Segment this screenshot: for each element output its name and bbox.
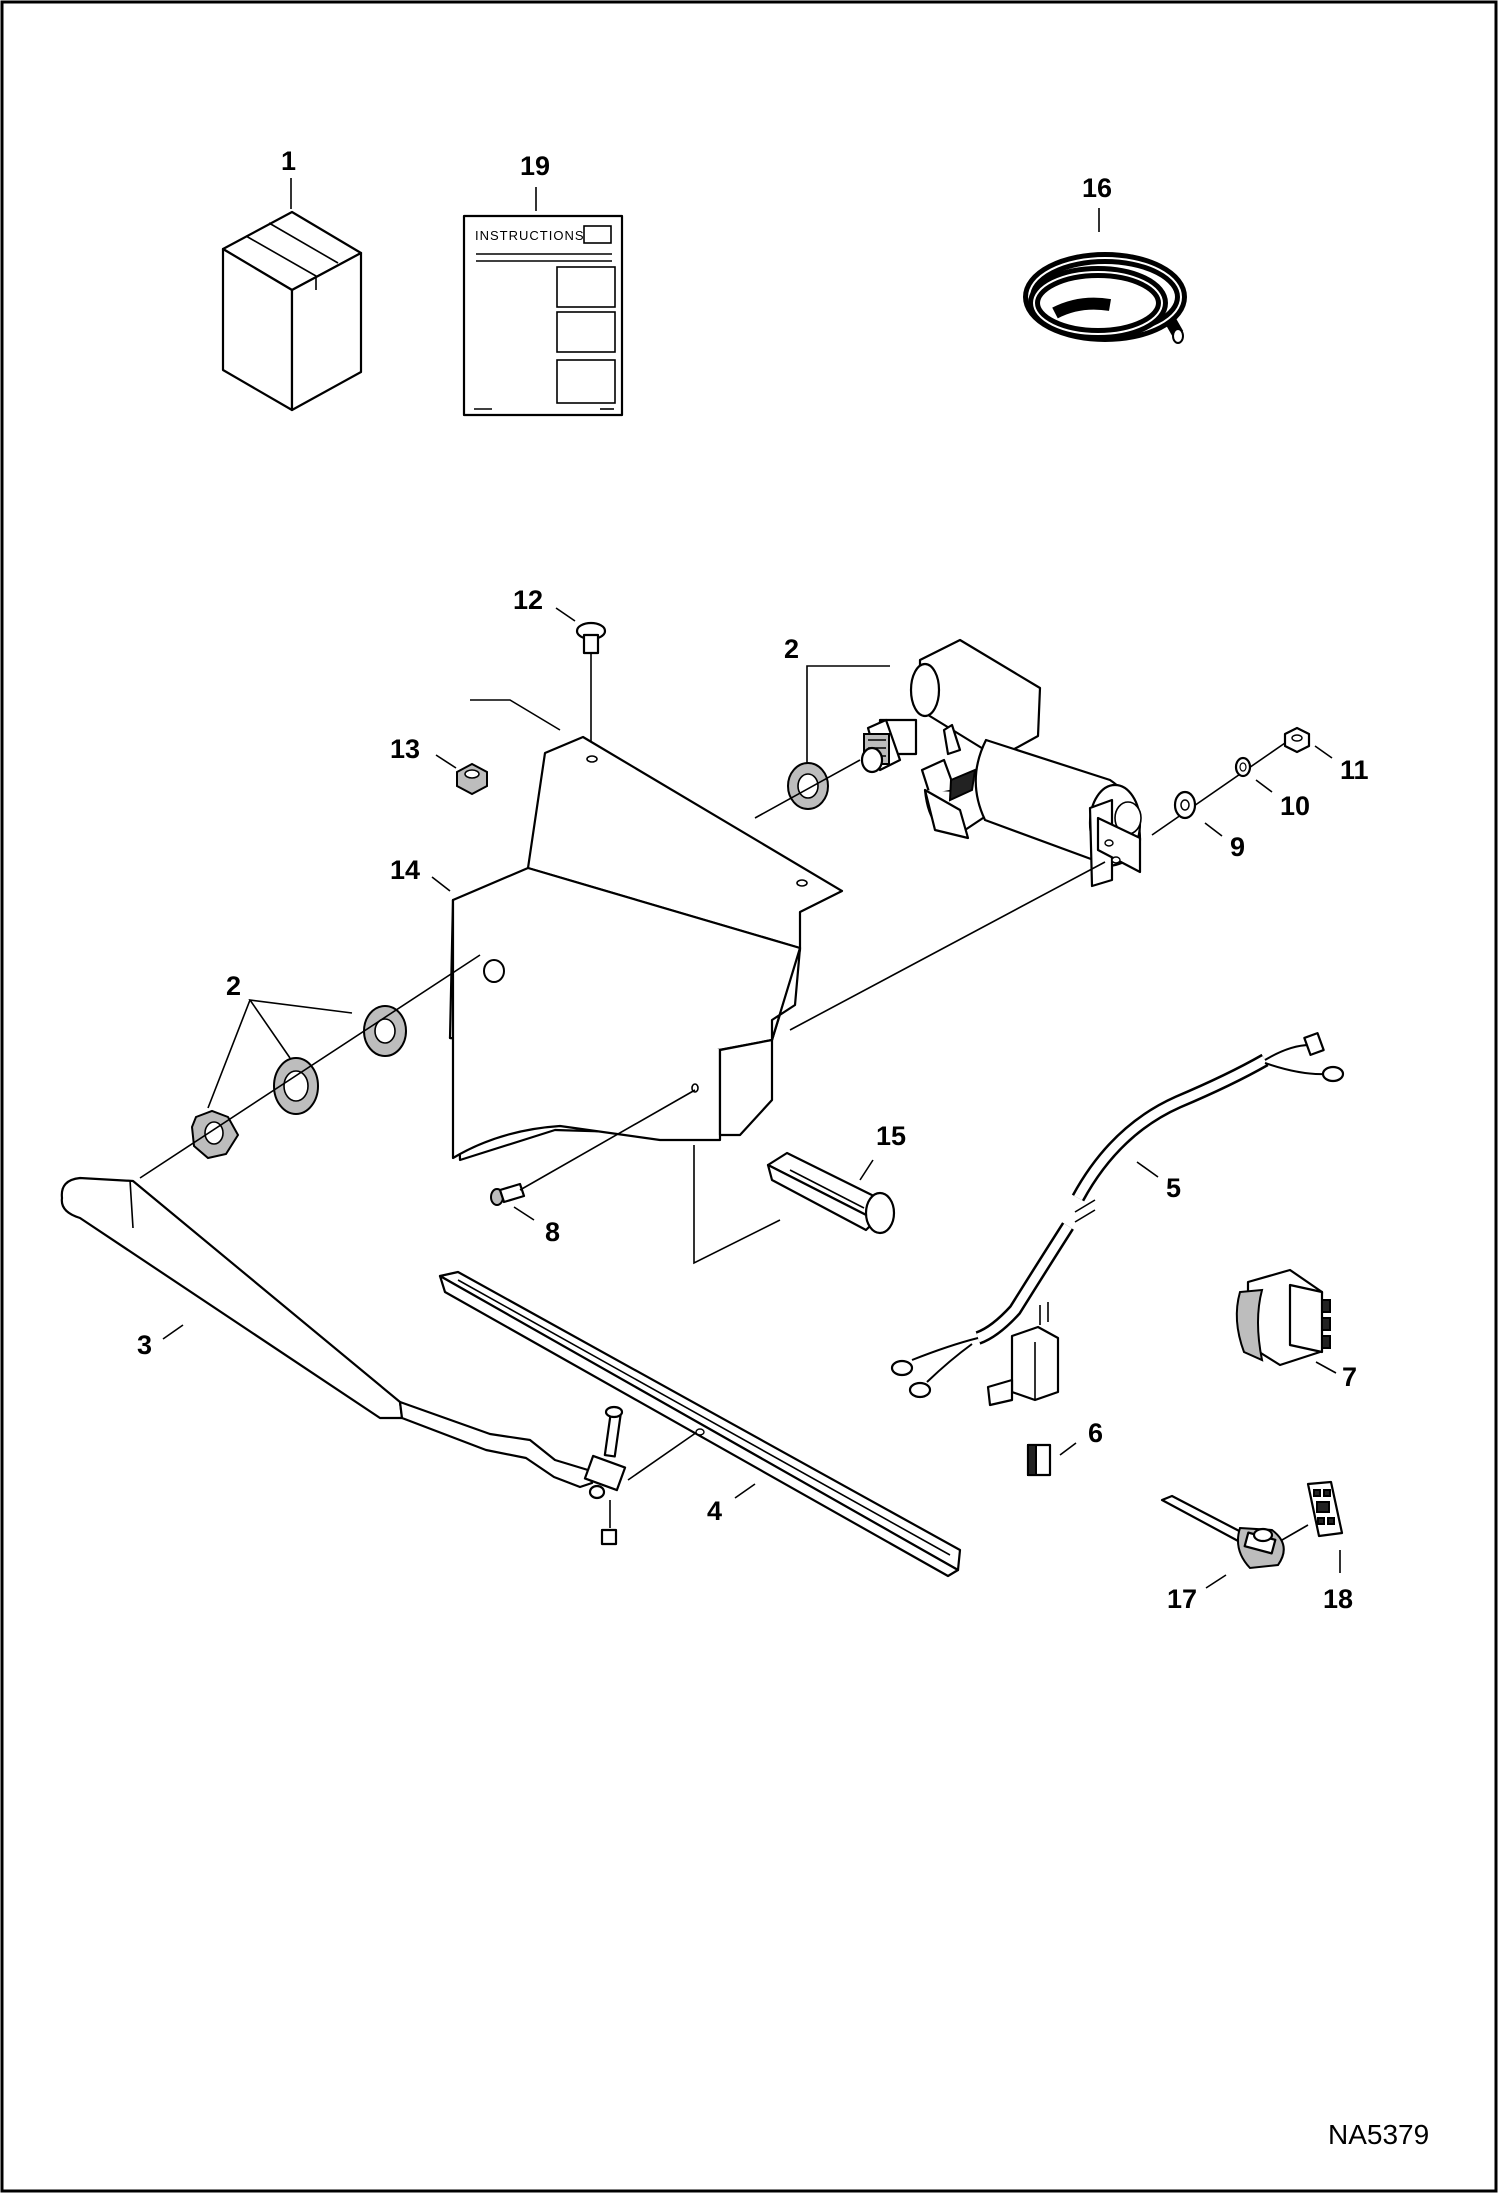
part-8-bolt [490, 1182, 526, 1206]
callout-19: 19 [520, 151, 550, 181]
part-2-upper-seal [787, 762, 829, 810]
callout-7: 7 [1342, 1362, 1357, 1392]
callout-1: 1 [281, 146, 296, 176]
part-9-washer [1173, 790, 1197, 820]
part-14-motor-cover [448, 735, 844, 1162]
callout-11: 11 [1340, 755, 1369, 785]
part-4-wiper-blade [438, 1270, 962, 1578]
part-10-lock-washer [1234, 756, 1252, 778]
part-2-lower-seals [190, 1005, 407, 1160]
callout-2-lower: 2 [226, 971, 241, 1001]
figure-id: NA5379 [1328, 2119, 1429, 2150]
callout-4: 4 [707, 1496, 722, 1526]
part-6-fuse [1026, 1443, 1052, 1477]
callout-13: 13 [390, 734, 420, 764]
part-17-cable-tie [1160, 1494, 1285, 1570]
callout-17: 17 [1167, 1584, 1197, 1614]
callout-8: 8 [545, 1217, 560, 1247]
part-18-tie-mount [1306, 1480, 1344, 1538]
callout-18: 18 [1323, 1584, 1353, 1614]
part-3-wiper-arm [60, 1176, 627, 1546]
callout-12: 12 [513, 585, 543, 615]
instruction-sheet-title: INSTRUCTIONS [475, 228, 585, 243]
part-5-wire-harness [890, 1032, 1345, 1399]
callout-6: 6 [1088, 1418, 1103, 1448]
callout-2-upper: 2 [784, 634, 799, 664]
part-12-bolt [575, 621, 607, 760]
part-16-washer-hose-coil [1023, 252, 1187, 344]
part-11-nut [1283, 726, 1311, 754]
wiper-motor [860, 638, 1142, 888]
callout-10: 10 [1280, 791, 1310, 821]
callout-14: 14 [390, 855, 420, 885]
callout-16: 16 [1082, 173, 1112, 203]
part-6-relay [986, 1325, 1060, 1407]
callout-3: 3 [137, 1330, 152, 1360]
part-15-hose-clip [766, 1151, 896, 1235]
part-19-instruction-sheet: INSTRUCTIONS [462, 214, 624, 417]
callout-5: 5 [1166, 1173, 1181, 1203]
part-13-flange-nut [456, 762, 488, 796]
part-7-rocker-switch [1235, 1268, 1331, 1367]
callout-15: 15 [876, 1121, 906, 1151]
callout-9: 9 [1230, 832, 1245, 862]
part-1-carton [221, 210, 363, 412]
